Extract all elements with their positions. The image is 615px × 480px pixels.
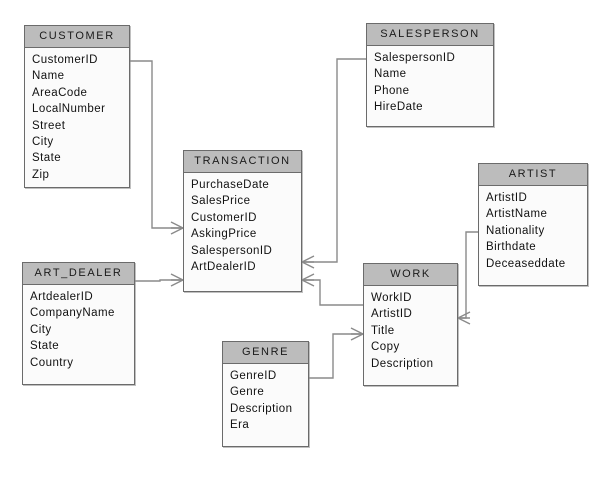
entity-transaction[interactable]: TRANSACTION PurchaseDate SalesPrice Cust… — [183, 150, 302, 292]
attribute-item: Zip — [32, 168, 50, 181]
attribute-item: ArtDealerID — [191, 261, 257, 274]
attribute-item: PurchaseDate — [191, 179, 270, 191]
attribute-item: ArtdealerID — [30, 291, 94, 303]
attribute-item: AreaCode — [32, 86, 88, 99]
attribute-item: SalespersonID — [374, 52, 456, 64]
entity-title-transaction: TRANSACTION — [184, 151, 301, 173]
attribute-item: Nationality — [486, 224, 545, 237]
attribute-item: Name — [374, 68, 407, 81]
entity-title-work: WORK — [364, 264, 457, 286]
attribute-item: Street — [32, 119, 66, 132]
entity-artist[interactable]: ARTIST ArtistID ArtistName Nationality B… — [478, 163, 588, 286]
attribute-item: AskingPrice — [191, 228, 257, 241]
attribute-item: City — [32, 136, 54, 149]
connector-salesperson-transaction — [302, 58, 366, 263]
attribute-item: Description — [230, 402, 293, 415]
attribute-item: Name — [32, 70, 65, 83]
entity-art-dealer[interactable]: ART_DEALER ArtdealerID CompanyName City … — [22, 262, 135, 385]
connector-artdealer-transaction — [135, 279, 183, 282]
attribute-item: CompanyName — [30, 307, 115, 320]
entity-work[interactable]: WORK WorkID ArtistID Title Copy Descript… — [363, 263, 458, 386]
attribute-list-art-dealer: ArtdealerID CompanyName City State Count… — [23, 285, 134, 376]
attribute-item: ArtistID — [486, 192, 528, 204]
attribute-item: Deceaseddate — [486, 257, 566, 270]
attribute-item: State — [32, 152, 62, 165]
attribute-item: CustomerID — [191, 211, 257, 224]
connector-customer-transaction — [130, 60, 183, 229]
connector-genre-work — [309, 333, 363, 379]
crowsfoot-artdealer-transaction — [170, 273, 184, 287]
entity-customer[interactable]: CUSTOMER CustomerID Name AreaCode LocalN… — [24, 25, 130, 188]
entity-title-art-dealer: ART_DEALER — [23, 263, 134, 285]
attribute-item: SalesPrice — [191, 195, 251, 208]
attribute-item: Birthdate — [486, 241, 537, 254]
connector-transaction-work — [302, 279, 363, 306]
crowsfoot-customer-transaction — [170, 221, 184, 235]
attribute-item: Description — [371, 357, 434, 370]
attribute-list-genre: GenreID Genre Description Era — [223, 364, 308, 439]
crowsfoot-transaction-work — [301, 273, 315, 287]
attribute-list-transaction: PurchaseDate SalesPrice CustomerID Askin… — [184, 173, 301, 280]
attribute-item: Country — [30, 356, 74, 369]
attribute-item: Phone — [374, 84, 410, 97]
attribute-item: Copy — [371, 341, 400, 354]
attribute-item: City — [30, 323, 52, 336]
attribute-item: Genre — [230, 386, 265, 399]
entity-title-genre: GENRE — [223, 342, 308, 364]
attribute-item: LocalNumber — [32, 103, 106, 116]
attribute-item: Title — [371, 324, 395, 337]
attribute-item: HireDate — [374, 101, 423, 114]
connector-artist-work — [458, 231, 478, 319]
attribute-list-customer: CustomerID Name AreaCode LocalNumber Str… — [25, 48, 129, 188]
attribute-item: Era — [230, 419, 250, 432]
attribute-item: SalespersonID — [191, 244, 273, 257]
attribute-item: ArtistName — [486, 208, 548, 221]
attribute-item: GenreID — [230, 370, 277, 382]
attribute-item: CustomerID — [32, 54, 98, 66]
entity-title-artist: ARTIST — [479, 164, 587, 186]
attribute-item: State — [30, 340, 60, 353]
attribute-list-salesperson: SalespersonID Name Phone HireDate — [367, 46, 493, 121]
entity-title-salesperson: SALESPERSON — [367, 24, 493, 46]
crowsfoot-genre-work — [350, 327, 364, 341]
attribute-list-artist: ArtistID ArtistName Nationality Birthdat… — [479, 186, 587, 277]
crowsfoot-artist-work — [457, 311, 471, 325]
crowsfoot-salesperson-transaction — [301, 255, 315, 269]
attribute-item: ArtistID — [371, 308, 413, 321]
entity-salesperson[interactable]: SALESPERSON SalespersonID Name Phone Hir… — [366, 23, 494, 127]
attribute-list-work: WorkID ArtistID Title Copy Description — [364, 286, 457, 377]
entity-genre[interactable]: GENRE GenreID Genre Description Era — [222, 341, 309, 447]
attribute-item: WorkID — [371, 292, 412, 304]
entity-title-customer: CUSTOMER — [25, 26, 129, 48]
